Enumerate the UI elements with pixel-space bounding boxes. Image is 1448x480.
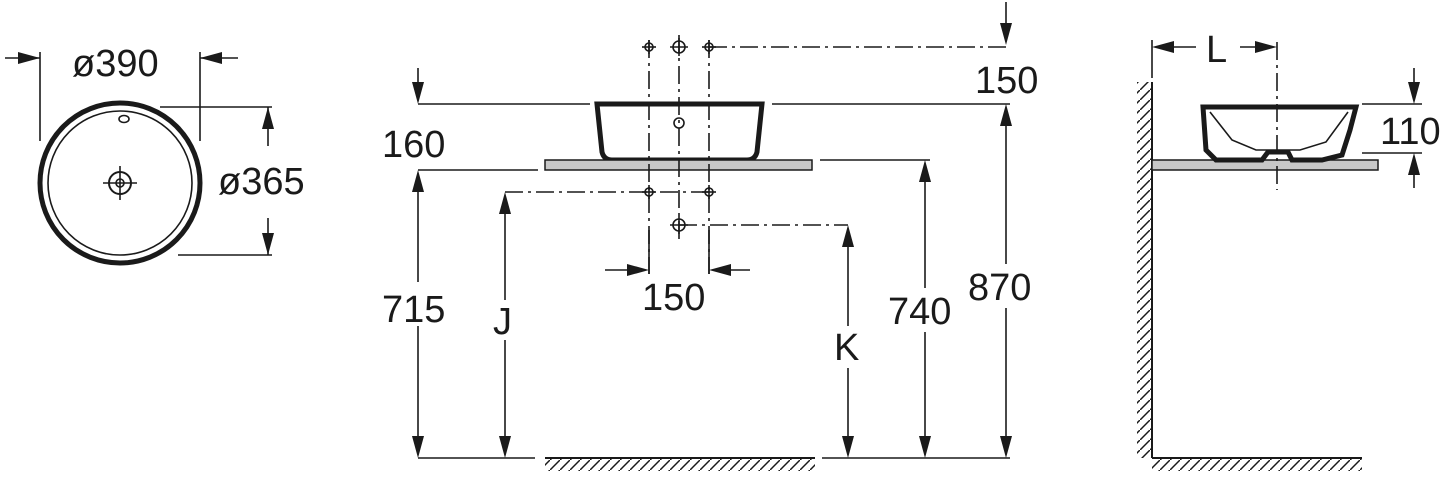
dimension-inner-diameter: ø365 — [160, 106, 305, 256]
dimension-k-label: K — [834, 327, 859, 369]
dimension-counter-height: 715 — [376, 170, 456, 458]
side-floor-hatch — [1152, 457, 1362, 471]
outer-diameter-label: ø390 — [72, 43, 159, 85]
wall-hatch — [1137, 82, 1153, 458]
basin-inner-rim — [47, 110, 193, 256]
drain-symbol — [103, 166, 137, 200]
tap-spacing-bottom-label: 150 — [642, 277, 705, 319]
dimension-basin-height: 160 — [382, 68, 445, 166]
side-countertop — [1151, 159, 1379, 171]
dimension-j: J — [488, 192, 522, 458]
top-view: ø390 ø365 — [5, 43, 305, 266]
floor-hatch — [545, 457, 815, 471]
dimension-k: K — [830, 225, 866, 458]
bowl-section — [1200, 104, 1360, 163]
bowl-height-label: 110 — [1380, 111, 1441, 153]
dimension-basin-rim-height: 870 — [964, 104, 1046, 458]
tap-hole-symbols — [642, 38, 716, 234]
basin-height-label: 160 — [382, 124, 445, 166]
dimension-l: L — [1151, 29, 1277, 78]
dimension-bowl-height: 110 — [1362, 68, 1441, 188]
counter-top-height-label: 740 — [888, 291, 951, 333]
bowl-inner-contour — [1209, 111, 1349, 151]
dimension-tap-height-top: 150 — [975, 2, 1038, 102]
dimension-counter-top-height: 740 — [884, 160, 966, 458]
dimension-l-label: L — [1206, 29, 1227, 71]
overflow-hole — [118, 114, 130, 124]
dimension-outer-diameter: ø390 — [5, 43, 238, 141]
dimension-tap-spacing-bottom: 150 — [605, 230, 750, 319]
basin-rim-height-label: 870 — [968, 267, 1031, 309]
dimension-j-label: J — [493, 301, 512, 343]
side-view: L 110 — [1137, 29, 1441, 471]
counter-height-label: 715 — [382, 289, 445, 331]
basin-outer-rim — [37, 100, 203, 266]
inner-diameter-label: ø365 — [218, 161, 305, 203]
front-view: 150 160 715 J — [376, 2, 1046, 471]
tap-spacing-top-label: 150 — [975, 60, 1038, 102]
